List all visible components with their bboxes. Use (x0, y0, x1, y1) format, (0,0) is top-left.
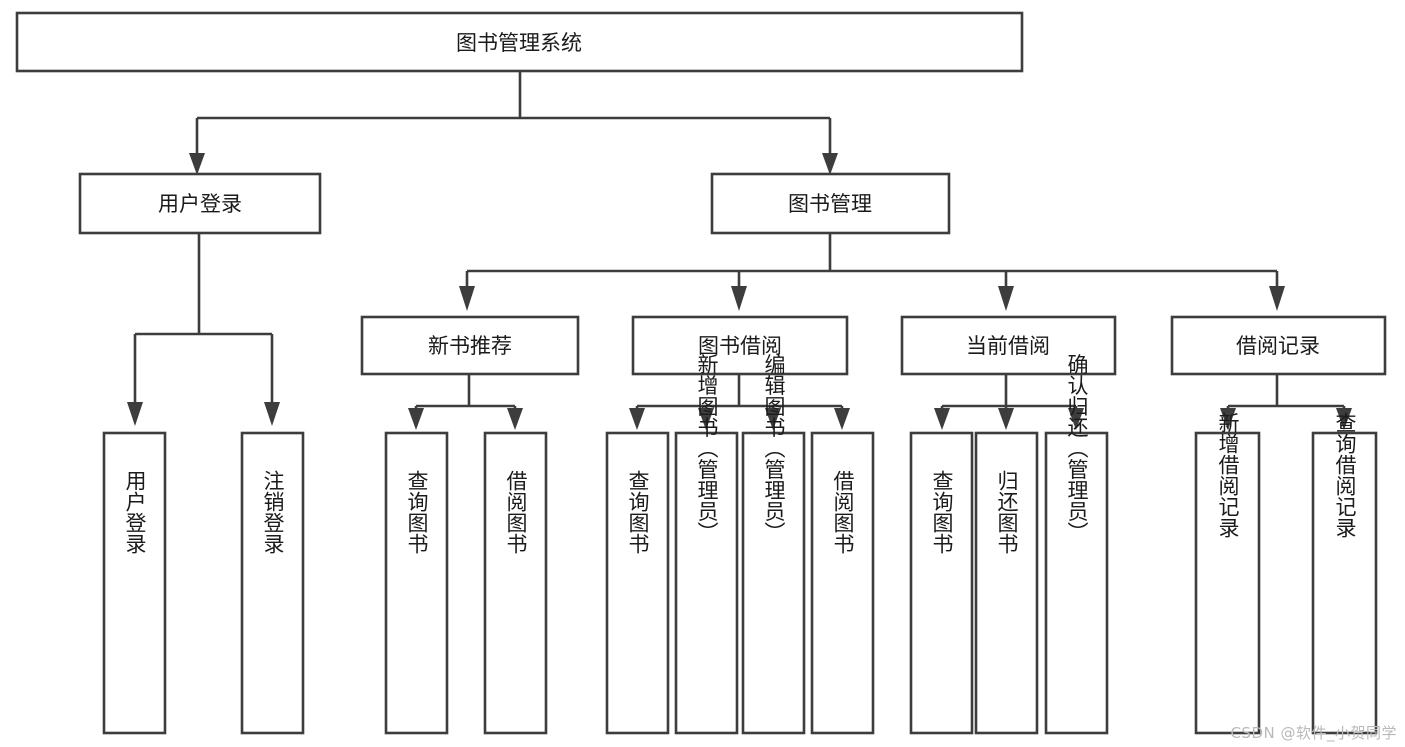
node-leaf-confirm-return[interactable]: 确认归还（管理员） (1044, 354, 1109, 735)
arrow-head-icon (834, 408, 850, 430)
arrow-head-icon (1220, 408, 1236, 430)
arrow-head-icon (1269, 286, 1285, 311)
node-leaf-edit-book-label: 编辑图书（管理员） (762, 354, 786, 543)
connector-group-user-login (127, 233, 280, 426)
node-user-login[interactable]: 用户登录 (78, 172, 322, 235)
node-leaf-logout-label: 注销登录 (261, 470, 285, 554)
node-leaf-add-record[interactable]: 新增借阅记录 (1194, 412, 1261, 735)
node-book-manage[interactable]: 图书管理 (710, 172, 951, 235)
node-leaf-confirm-return-label: 确认归还（管理员） (1065, 354, 1089, 543)
connector-group-current-borrow (934, 374, 1084, 430)
node-current-borrow[interactable]: 当前借阅 (900, 315, 1117, 376)
connector-group-new-book-rec (408, 374, 523, 430)
node-root-label: 图书管理系统 (456, 31, 582, 55)
node-leaf-user-login-label: 用户登录 (123, 470, 147, 554)
arrow-head-icon (127, 402, 143, 426)
node-current-borrow-label: 当前借阅 (966, 334, 1050, 358)
node-leaf-edit-book[interactable]: 编辑图书（管理员） (741, 354, 806, 735)
node-borrow-record-label: 借阅记录 (1236, 334, 1320, 358)
node-user-login-label: 用户登录 (158, 192, 242, 216)
arrow-head-icon (1336, 408, 1352, 430)
node-leaf-query-book-3[interactable]: 查询图书 (909, 431, 974, 735)
node-leaf-user-login[interactable]: 用户登录 (102, 431, 167, 735)
node-leaf-return-book-label: 归还图书 (995, 470, 1019, 554)
arrow-head-icon (408, 408, 424, 430)
node-leaf-query-book-1-label: 查询图书 (405, 470, 429, 554)
node-leaf-borrow-book-1[interactable]: 借阅图书 (483, 431, 548, 735)
node-leaf-query-record[interactable]: 查询借阅记录 (1311, 412, 1378, 735)
arrow-head-icon (264, 402, 280, 426)
node-root[interactable]: 图书管理系统 (15, 11, 1024, 73)
node-borrow-record[interactable]: 借阅记录 (1170, 315, 1387, 376)
arrow-head-icon (731, 286, 747, 311)
arrow-head-icon (698, 408, 714, 430)
node-new-book-rec-label: 新书推荐 (428, 334, 512, 358)
node-leaf-query-book-2-label: 查询图书 (626, 470, 650, 554)
arrow-head-icon (189, 153, 205, 175)
arrow-head-icon (822, 153, 838, 175)
connector-group-book-borrow (629, 374, 850, 430)
node-leaf-add-book[interactable]: 新增图书（管理员） (674, 354, 739, 735)
arrow-head-icon (998, 286, 1014, 311)
arrow-head-icon (459, 286, 475, 311)
arrow-head-icon (629, 408, 645, 430)
node-leaf-logout[interactable]: 注销登录 (240, 431, 305, 735)
node-book-borrow[interactable]: 图书借阅 (631, 315, 849, 376)
node-leaf-query-book-2[interactable]: 查询图书 (605, 431, 670, 735)
node-leaf-return-book[interactable]: 归还图书 (974, 431, 1039, 735)
arrow-head-icon (507, 408, 523, 430)
node-book-manage-label: 图书管理 (788, 192, 872, 216)
connector-group-book-manage (459, 233, 1285, 311)
node-leaf-borrow-book-2-label: 借阅图书 (831, 470, 855, 554)
connector-group-borrow-record (1220, 374, 1352, 430)
arrow-head-icon (765, 408, 781, 430)
node-leaf-add-record-label: 新增借阅记录 (1216, 412, 1240, 538)
node-leaf-query-record-label: 查询借阅记录 (1333, 412, 1357, 538)
node-book-borrow-label: 图书借阅 (698, 334, 782, 358)
arrow-head-icon (1068, 408, 1084, 430)
node-leaf-borrow-book-2[interactable]: 借阅图书 (810, 431, 875, 735)
arrow-head-icon (998, 408, 1014, 430)
node-leaf-add-book-label: 新增图书（管理员） (695, 354, 719, 543)
node-leaf-query-book-3-label: 查询图书 (930, 470, 954, 554)
arrow-head-icon (934, 408, 950, 430)
node-new-book-rec[interactable]: 新书推荐 (360, 315, 580, 376)
connector-group-root (189, 71, 838, 175)
node-leaf-query-book-1[interactable]: 查询图书 (384, 431, 449, 735)
node-leaf-borrow-book-1-label: 借阅图书 (504, 470, 528, 554)
